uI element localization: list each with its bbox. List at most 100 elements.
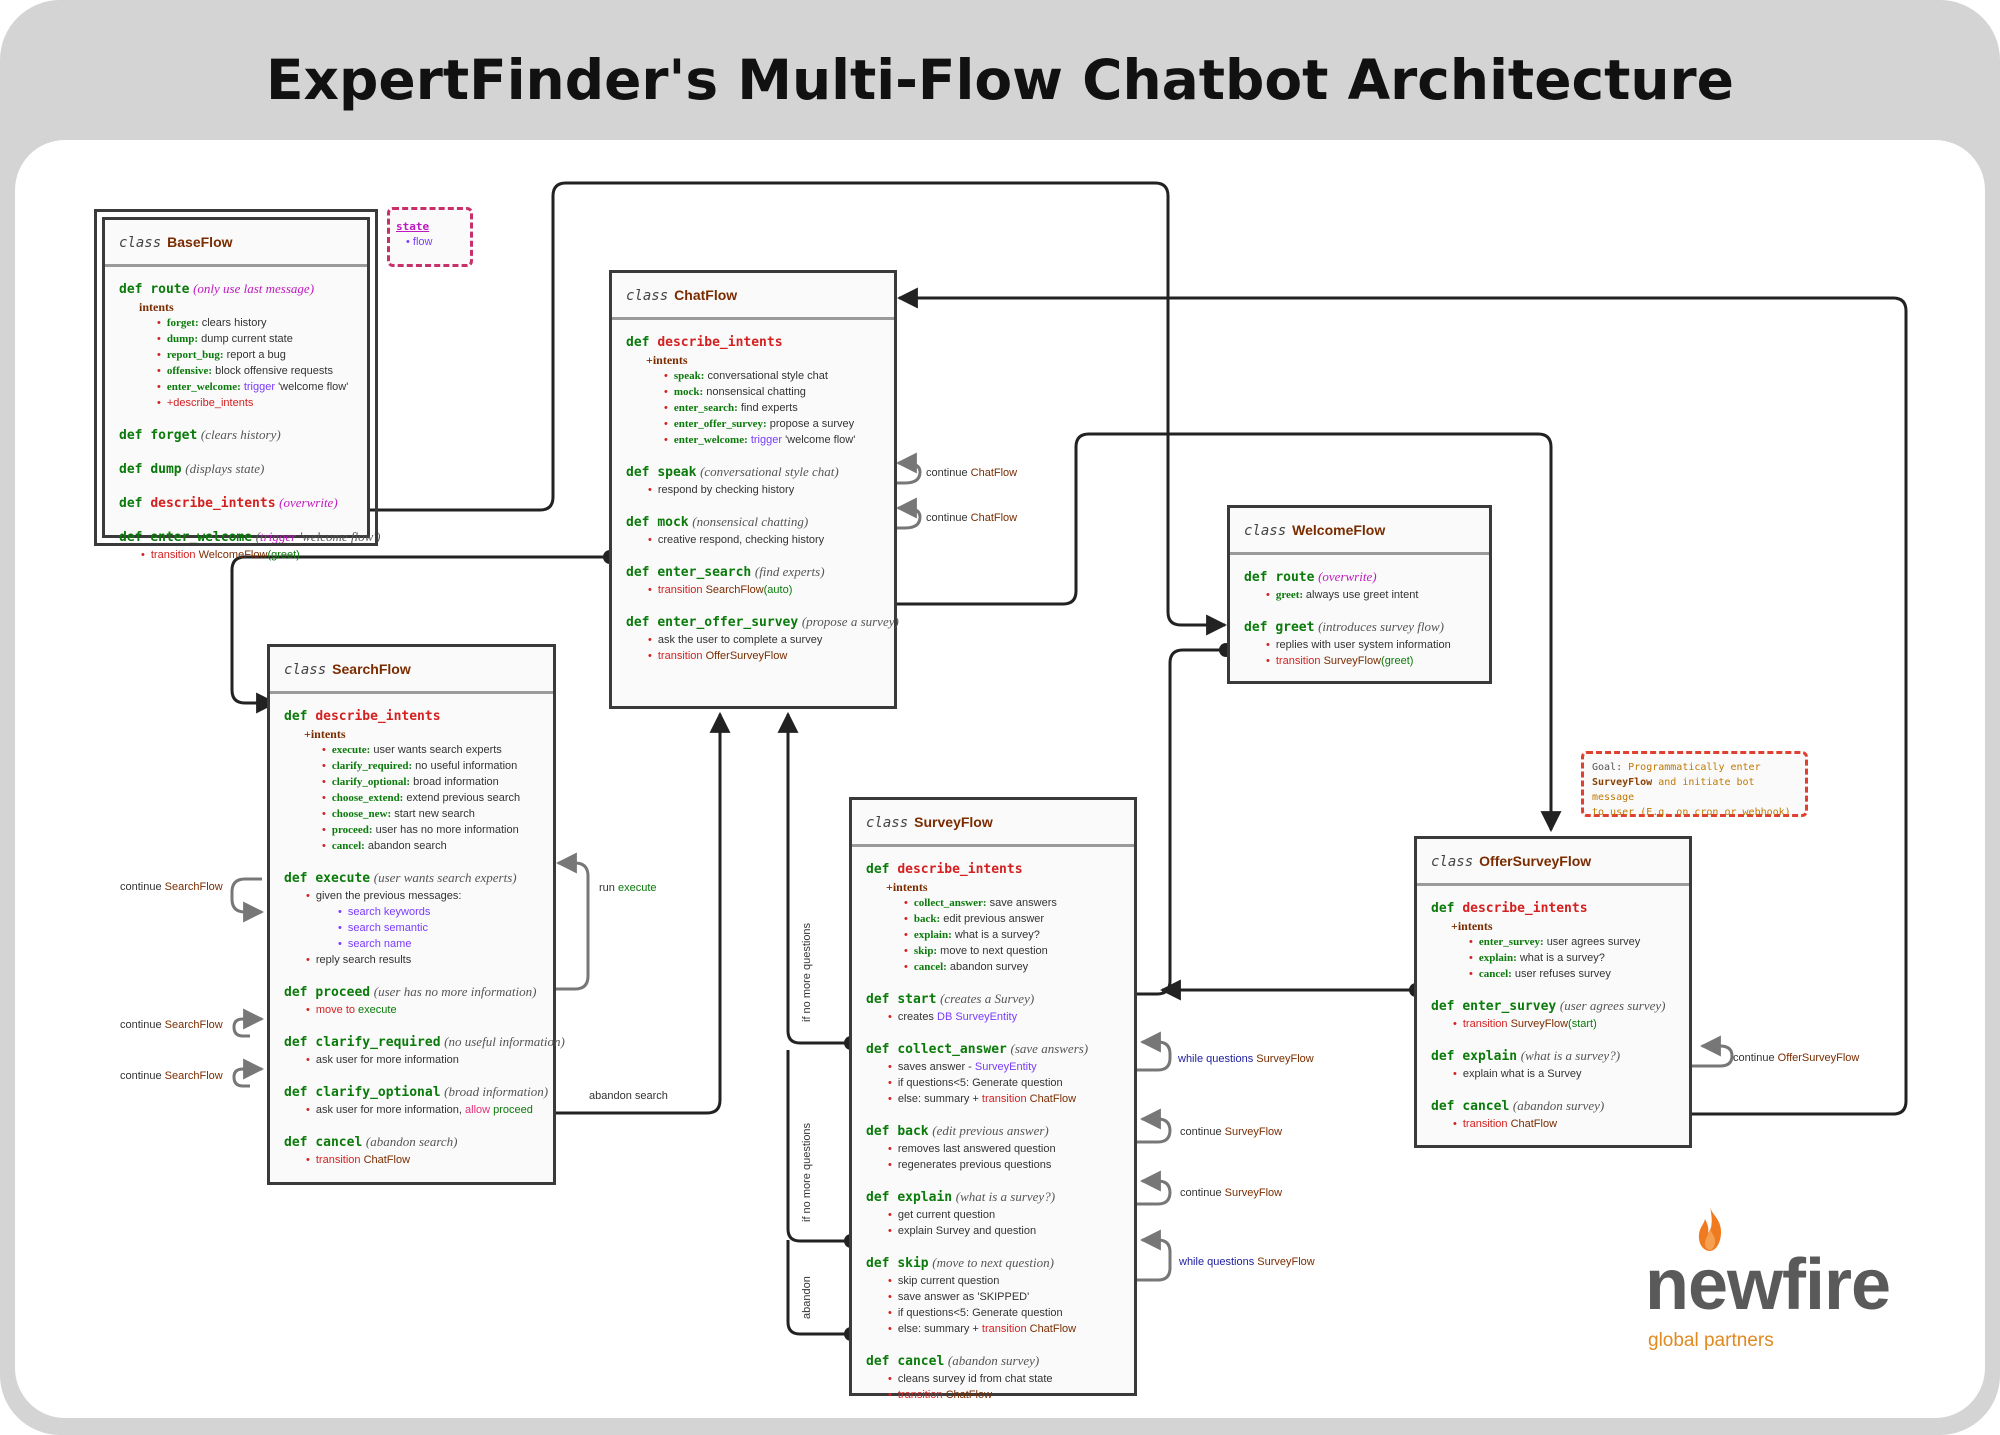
bullet: • bbox=[1469, 936, 1473, 948]
intent-name: choose_new: bbox=[331, 808, 392, 820]
intents-label: +intents bbox=[886, 880, 928, 894]
method-signature: def cancel (abandon survey) bbox=[866, 1351, 1120, 1371]
method-signature: def explain (what is a survey?) bbox=[866, 1187, 1120, 1207]
class-keyword: class bbox=[1244, 523, 1287, 539]
def-keyword: def bbox=[284, 1135, 316, 1150]
label-continue: continue bbox=[1180, 1126, 1222, 1138]
method-signature: def start (creates a Survey) bbox=[866, 989, 1120, 1009]
detail-text: saves answer - bbox=[897, 1061, 975, 1073]
method-name: cancel bbox=[1462, 1099, 1510, 1114]
method-note: (overwrite) bbox=[1318, 569, 1377, 584]
method-note: (propose a survey) bbox=[801, 614, 899, 629]
intent-name: back: bbox=[913, 913, 941, 925]
method-mock: def mock (nonsensical chatting)•creative… bbox=[626, 512, 880, 548]
intent-desc: user agrees survey bbox=[1546, 936, 1641, 948]
method-detail-line: •removes last answered question bbox=[866, 1141, 1120, 1157]
intent-item: •enter_offer_survey: propose a survey bbox=[626, 416, 880, 432]
method-execute: def execute (user wants search experts)•… bbox=[284, 868, 539, 968]
method-signature: def skip (move to next question) bbox=[866, 1253, 1120, 1273]
def-keyword: def bbox=[119, 462, 151, 477]
state-note-item: • flow bbox=[396, 236, 464, 248]
intent-desc: no useful information bbox=[415, 760, 518, 772]
bullet: • bbox=[648, 634, 652, 646]
detail-arg: (start) bbox=[1568, 1018, 1597, 1030]
detail-target: SurveyFlow bbox=[1510, 1018, 1569, 1030]
method-name: explain bbox=[1462, 1049, 1518, 1064]
intent-name: cancel: bbox=[1478, 968, 1512, 980]
bullet: • bbox=[1453, 1018, 1457, 1030]
execute-sub-step: •search semantic bbox=[284, 920, 539, 936]
method-describe-intents: def describe_intents (overwrite) bbox=[119, 493, 353, 513]
intent-item: •back: edit previous answer bbox=[866, 911, 1120, 927]
intent-name: cancel: bbox=[331, 840, 365, 852]
detail-text: skip current question bbox=[897, 1275, 1000, 1287]
method-describe-intents: def describe_intents +intents•execute: u… bbox=[284, 706, 539, 854]
intents-label: +intents bbox=[646, 353, 688, 367]
method-note: (broad information) bbox=[444, 1084, 549, 1099]
detail-text: replies with user system information bbox=[1275, 639, 1451, 651]
def-keyword: def bbox=[1431, 901, 1463, 916]
intent-item: •proceed: user has no more information bbox=[284, 822, 539, 838]
method-name: execute bbox=[315, 871, 371, 886]
goal-t2: enter bbox=[1730, 762, 1761, 773]
label-survey-skip-while: while questions SurveyFlow bbox=[1179, 1256, 1315, 1268]
label-continue: continue bbox=[1733, 1052, 1775, 1064]
def-keyword: def bbox=[284, 1085, 316, 1100]
method-explain: def explain (what is a survey?)•explain … bbox=[1431, 1046, 1675, 1082]
bullet: • bbox=[338, 938, 342, 950]
method-detail-line: •reply search results bbox=[284, 952, 539, 968]
method-name: explain bbox=[897, 1190, 953, 1205]
method-name: back bbox=[897, 1124, 929, 1139]
sub-step-text: search keywords bbox=[347, 906, 431, 918]
intent-name: enter_offer_survey: bbox=[673, 418, 767, 430]
method-name: speak bbox=[657, 465, 697, 480]
def-keyword: def bbox=[1431, 1049, 1463, 1064]
loop-chat-mock bbox=[843, 497, 922, 530]
label-while: while questions bbox=[1179, 1256, 1255, 1268]
detail-text: else: summary + bbox=[897, 1093, 982, 1105]
method-name: enter_offer_survey bbox=[657, 615, 799, 630]
detail-text: given the previous messages: bbox=[315, 890, 462, 902]
label-target: SurveyFlow bbox=[1257, 1256, 1315, 1268]
bullet: • bbox=[306, 1104, 310, 1116]
goal-t4: and initiate bot message bbox=[1592, 777, 1755, 803]
loop-survey-back bbox=[1100, 1108, 1172, 1144]
bullet: • bbox=[1453, 1118, 1457, 1130]
bullet: • bbox=[888, 1225, 892, 1237]
edge-offer-cancel-to-chat bbox=[896, 287, 1908, 1116]
method-note: (nonsensical chatting) bbox=[692, 514, 809, 529]
intent-item: •report_bug: report a bug bbox=[119, 347, 353, 363]
method-note: (user has no more information) bbox=[373, 984, 537, 999]
method-signature: def route (overwrite) bbox=[1244, 567, 1475, 587]
bullet: • bbox=[888, 1307, 892, 1319]
method-note: (introduces survey flow) bbox=[1318, 619, 1444, 634]
bullet: • bbox=[157, 333, 161, 345]
method-signature: def describe_intents bbox=[866, 859, 1120, 879]
method-speak: def speak (conversational style chat)•re… bbox=[626, 462, 880, 498]
intent-desc: nonsensical chatting bbox=[706, 386, 806, 398]
loop-search-clarify-optional bbox=[232, 1058, 265, 1088]
label-target: SurveyFlow bbox=[1256, 1053, 1314, 1065]
method-signature: def proceed (user has no more informatio… bbox=[284, 982, 539, 1002]
bullet: • bbox=[322, 840, 326, 852]
intent-name: report_bug: bbox=[166, 349, 224, 361]
loop-search-clarify-required bbox=[232, 1008, 265, 1038]
state-note: state • flow bbox=[387, 207, 473, 267]
method-signature: def describe_intents (overwrite) bbox=[119, 493, 353, 513]
intent-desc: 'welcome flow' bbox=[278, 381, 349, 393]
method-detail-line: •else: summary + transition ChatFlow bbox=[866, 1321, 1120, 1337]
method-detail-line: •transition WelcomeFlow(greet) bbox=[119, 547, 353, 563]
intent-desc: move to next question bbox=[940, 945, 1048, 957]
def-keyword: def bbox=[866, 1256, 898, 1271]
bullet: • bbox=[1266, 655, 1270, 667]
method-note: (no useful information) bbox=[444, 1034, 565, 1049]
detail-entity: SurveyEntity bbox=[974, 1061, 1037, 1073]
edge-survey-cancel bbox=[786, 1240, 851, 1336]
method-note: (edit previous answer) bbox=[932, 1123, 1049, 1138]
detail-keyword: transition bbox=[1462, 1018, 1511, 1030]
intent-item: •choose_extend: extend previous search bbox=[284, 790, 539, 806]
bullet: • bbox=[664, 386, 668, 398]
bullet: • bbox=[664, 418, 668, 430]
